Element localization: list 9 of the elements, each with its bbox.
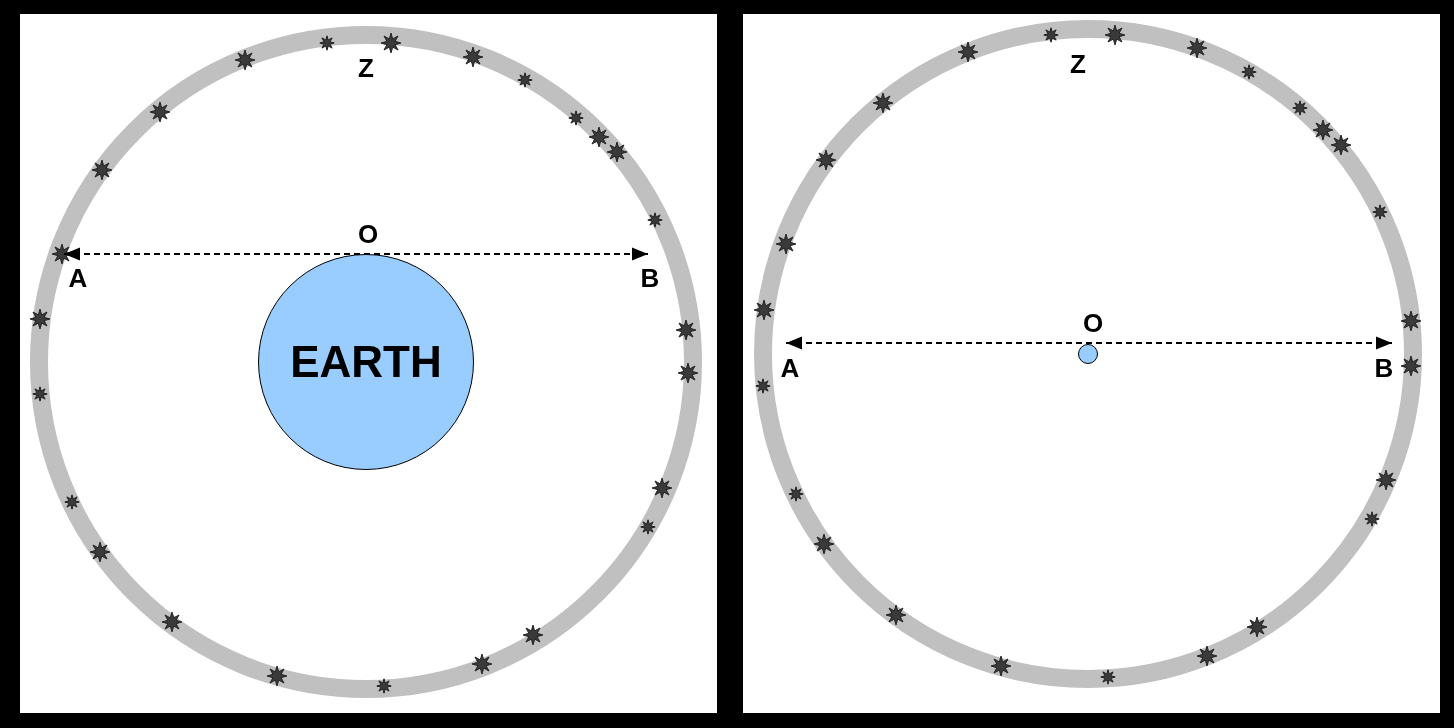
point-label: Z [1070,51,1086,77]
point-label: A [780,355,800,381]
point-label: O [1082,310,1104,336]
earth-label: EARTH [290,337,442,387]
point-label: B [640,265,660,291]
point-label: O [357,221,379,247]
point-label: B [1374,355,1394,381]
point-label: A [68,265,88,291]
point-label: Z [358,55,374,81]
